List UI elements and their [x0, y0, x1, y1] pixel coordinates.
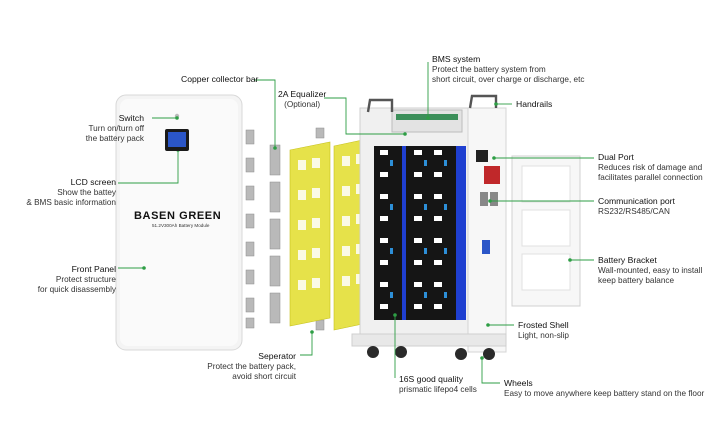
lcd-screen-image	[165, 129, 189, 151]
comm-port	[480, 192, 488, 206]
copper-collector-bars	[245, 127, 325, 331]
callout-handrails: Handrails	[516, 99, 552, 110]
callout-title: Switch	[118, 113, 144, 123]
wheel	[455, 348, 467, 360]
callout-equalizer: 2A Equalizer (Optional)	[278, 89, 326, 110]
callout-title: 2A Equalizer	[278, 89, 327, 99]
callout-desc: RS232/RS485/CAN	[598, 206, 670, 216]
callout-desc: Reduces risk of damage and	[598, 162, 703, 172]
left-handrail	[366, 98, 394, 113]
callout-desc: Easy to move anywhere keep battery stand…	[504, 388, 705, 398]
callout-dual-port: Dual Port Reduces risk of damage and fac…	[598, 152, 703, 184]
callout-desc: facilitates parallel connection	[598, 173, 703, 182]
callout-desc: for quick disassembly	[37, 285, 116, 294]
callout-bracket: Battery Bracket Wall-mounted, easy to in…	[598, 255, 702, 287]
callout-desc: Wall-mounted, easy to install	[598, 265, 703, 275]
brand-model: 51.2V300Ah Battery Module	[152, 223, 210, 228]
callout-desc: Protect the battery system from	[432, 64, 546, 74]
callout-desc: prismatic lifepo4 cells	[399, 384, 477, 394]
dual-port	[484, 166, 500, 184]
battery-cabinet	[351, 94, 507, 360]
callout-desc: Turn on/turn off	[88, 123, 144, 133]
right-handrail	[468, 94, 498, 109]
callout-cells: 16S good quality prismatic lifepo4 cells	[399, 374, 477, 395]
callout-desc: & BMS basic information	[26, 198, 116, 207]
callout-title: Handrails	[516, 99, 553, 109]
callout-title: Copper collector bar	[181, 74, 259, 84]
callout-separator: Seperator Protect the battery pack, avoi…	[207, 351, 296, 383]
front-panel-image	[115, 94, 243, 351]
callout-title: LCD screen	[70, 177, 116, 187]
callout-front-panel: Front Panel Protect structure for quick …	[38, 264, 116, 296]
callout-title: Battery Bracket	[598, 255, 657, 265]
callout-title: Wheels	[504, 378, 533, 388]
callout-lcd: LCD screen Show the battey & BMS basic i…	[26, 177, 116, 209]
brand-logo: BASEN GREEN	[134, 210, 222, 222]
callout-bms: BMS system Protect the battery system fr…	[432, 54, 584, 86]
callout-shell: Frosted Shell Light, non-slip	[518, 320, 569, 341]
wheel	[483, 348, 495, 360]
callout-title: BMS system	[432, 54, 481, 64]
wheel	[395, 346, 407, 358]
callout-title: Frosted Shell	[518, 320, 569, 330]
callout-title: Communication port	[598, 196, 675, 206]
callout-wheels: Wheels Easy to move anywhere keep batter…	[504, 378, 704, 399]
callout-title: Front Panel	[71, 264, 116, 274]
callout-switch: Switch Turn on/turn off the battery pack	[86, 113, 144, 145]
switch-port	[476, 150, 488, 162]
callout-desc: Light, non-slip	[518, 330, 569, 340]
callout-title: 16S good quality	[399, 374, 464, 384]
callout-desc: Show the battey	[57, 187, 116, 197]
callout-desc: Protect the battery pack,	[207, 361, 296, 371]
battery-bracket	[511, 155, 581, 307]
callout-title: Seperator	[258, 351, 296, 361]
callout-desc: short circuit, over charge or discharge,…	[432, 75, 585, 84]
wheel	[367, 346, 379, 358]
callout-lines	[118, 62, 594, 384]
callout-desc: (Optional)	[284, 99, 321, 109]
callout-desc: keep battery balance	[598, 276, 675, 285]
callout-copper-bar: Copper collector bar	[181, 74, 258, 85]
callout-title: Dual Port	[598, 152, 634, 162]
callout-desc: the battery pack	[85, 134, 144, 143]
callout-comm-port: Communication port RS232/RS485/CAN	[598, 196, 675, 217]
callout-desc: Protect structure	[55, 274, 116, 284]
callout-desc: avoid short circuit	[232, 372, 296, 381]
